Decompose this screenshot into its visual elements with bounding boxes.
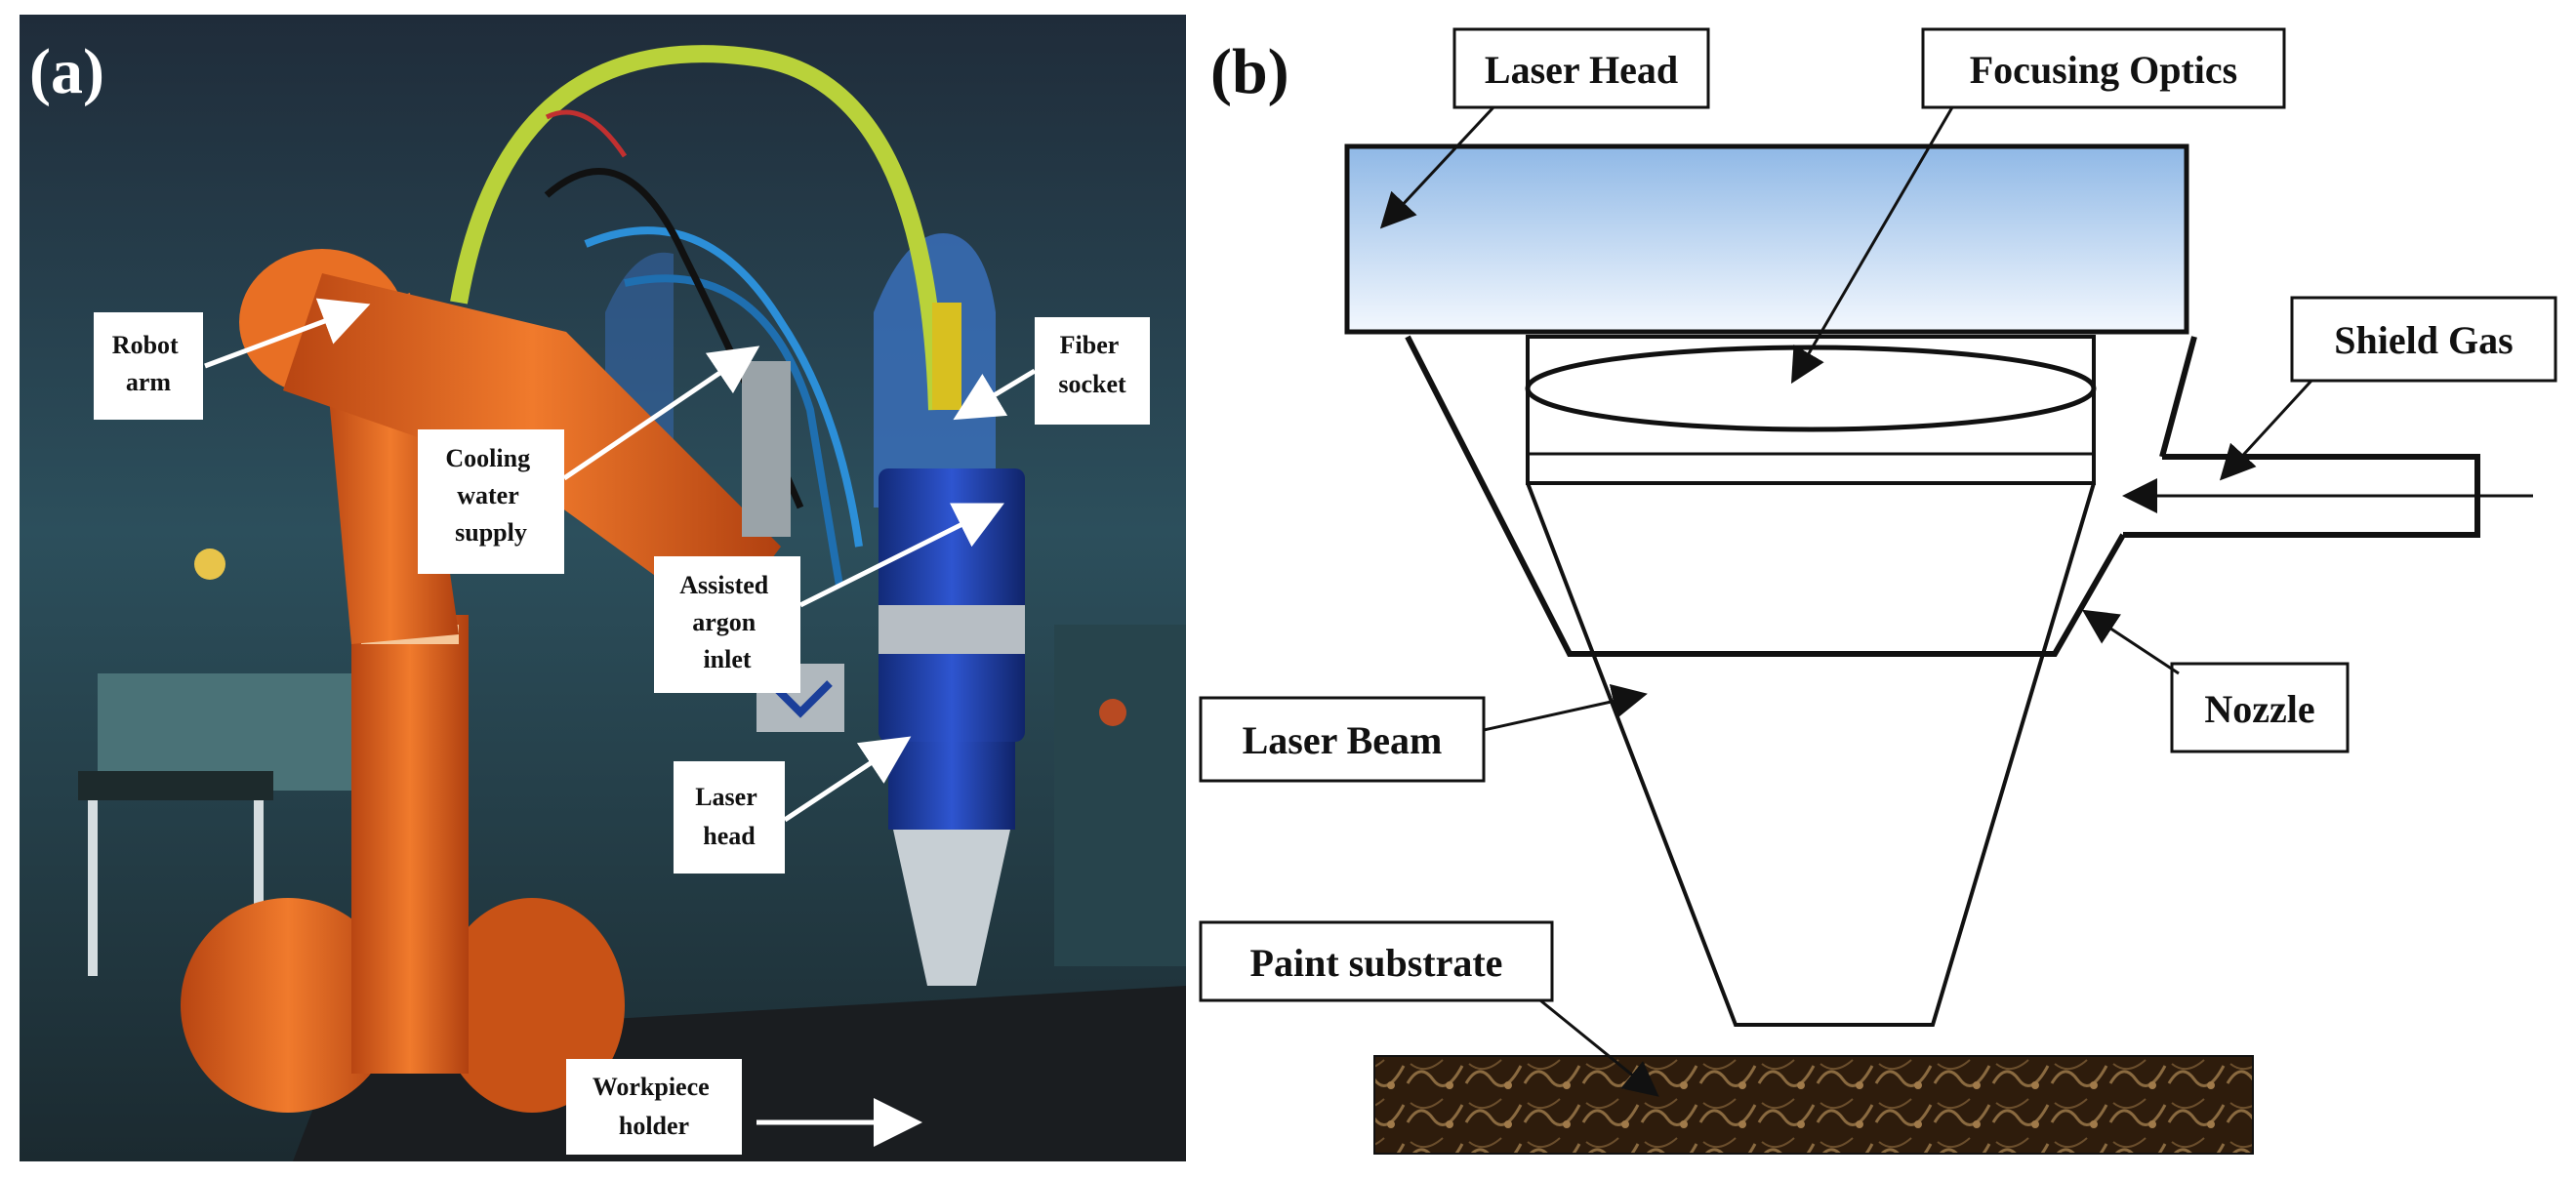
laser-nozzle [893,830,1010,986]
paint-substrate-label: Paint substrate [1250,941,1503,985]
lab-lamp [194,549,225,580]
fiber-socket-label: Fiber socket [1058,331,1126,398]
photo-panel: (a) Robot arm Cooling water supply Fiber… [20,15,1186,1161]
fiber-connector [742,361,791,537]
laser-head-photo-label-box [674,761,785,874]
assisted-argon-label: Assisted argon inlet [679,571,775,673]
robot-tower [351,615,469,1074]
cooling-water-label: Cooling water supply [445,444,536,547]
nozzle-arrow [2081,609,2180,675]
lab-cabinet [1054,625,1186,966]
focusing-optics-label-box [1921,27,2286,109]
lab-table-top [78,771,273,800]
robot-base-left [181,898,395,1113]
laser-head-band [879,605,1025,654]
panel-a-tag: (a) [29,36,104,107]
laser-beam-arrow [1483,683,1648,732]
schematic-panel: (b) Laser Head Focusing Optics Shield Ga… [1199,27,2557,1155]
nozzle-label: Nozzle [2204,687,2314,731]
shield-gas-label-arrow [2219,379,2313,481]
laser-head-block [1344,143,2189,335]
laser-head-photo-arrow [783,736,912,823]
paint-substrate-arrow [1539,998,1659,1097]
workpiece-holder-label-box [566,1059,742,1155]
shield-gas-label-box [2290,296,2557,383]
laser-head-arrow [1379,105,1495,229]
laser-head-lower [888,742,1015,830]
assisted-argon-arrow [798,503,1004,608]
laser-head-label: Laser Head [1485,48,1678,92]
signal-cable [545,109,628,158]
cooling-water-label-box [418,429,564,574]
paint-substrate [1373,1055,2254,1155]
panel-b-tag: (b) [1210,36,1289,107]
fiber-socket-label-box [1035,317,1150,425]
robot-arm-label: Robot arm [112,331,184,396]
nozzle-label-box [2170,662,2350,753]
laser-beam-cone [1526,482,2096,1027]
robot-arm-label-box [94,312,203,420]
fiber-socket-fitting [932,303,961,410]
fiber-cable [450,45,946,411]
nozzle-outer-right [2159,336,2197,458]
laser-head-photo-label: Laser head [695,783,763,850]
workpiece-holder-label: Workpiece holder [593,1073,716,1140]
focusing-optics-arrow [1790,106,1954,385]
laser-beam-label: Laser Beam [1243,718,1443,762]
optics-housing [1526,335,2096,485]
nozzle-outer-left [1405,335,2126,657]
fiber-socket-arrow [953,368,1037,421]
focusing-lens [1525,345,2097,432]
cabinet-button [1099,699,1126,726]
table-leg [88,800,98,976]
cooling-water-arrow [562,346,760,481]
paint-substrate-label-box [1199,920,1554,1002]
focusing-optics-label: Focusing Optics [1970,48,2237,92]
robot-arm-arrow [204,298,371,369]
assisted-argon-label-box [654,556,800,693]
shield-gas-label: Shield Gas [2334,318,2513,362]
table-leg [254,800,264,976]
water-hose [584,226,863,548]
water-hose [624,274,843,587]
laser-beam-label-box [1199,696,1486,783]
laser-head-label-box [1452,27,1710,109]
